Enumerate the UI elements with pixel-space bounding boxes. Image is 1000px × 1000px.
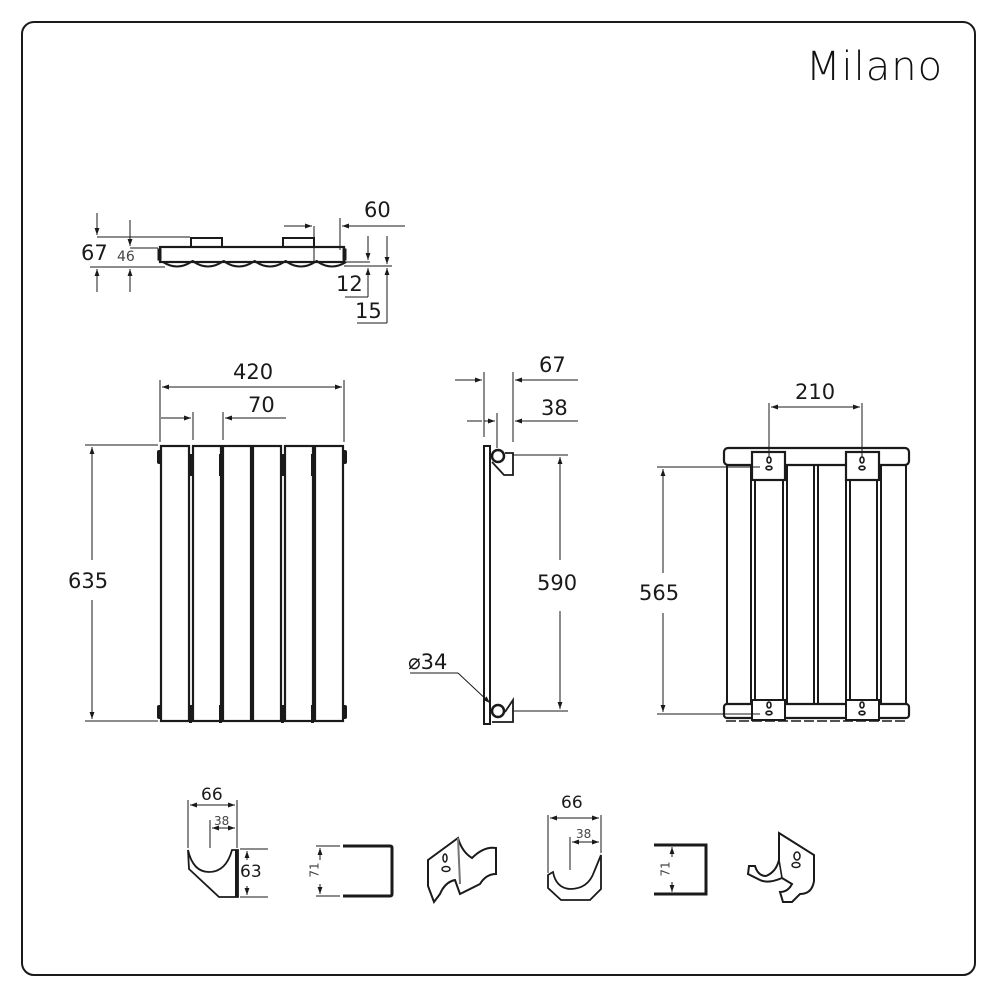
bottom-bracket-front: [654, 843, 708, 896]
side-view-connection-spacing-label: 590: [537, 571, 578, 595]
side-view-pipe-diameter-label: ⌀34: [408, 650, 448, 674]
top-view: [90, 213, 405, 324]
top-bracket-depth-label: 71: [307, 862, 322, 878]
top-view-depth-body-label: 46: [117, 249, 135, 265]
drawing-frame: [21, 21, 976, 976]
top-bracket-width-label: 66: [201, 785, 223, 805]
top-bracket-iso: [427, 836, 497, 905]
bottom-bracket-side: [547, 815, 602, 901]
rear-view-bracket-spacing-h-label: 210: [795, 380, 836, 404]
top-bracket-center-label: 38: [214, 814, 230, 828]
top-view-gap-b-label: 15: [355, 299, 382, 323]
bottom-bracket-width-label: 66: [561, 793, 583, 813]
bottom-bracket-iso: [746, 831, 815, 903]
top-bracket-side: [187, 800, 268, 898]
rear-view: [657, 403, 911, 722]
top-view-bracket-offset-label: 60: [364, 198, 391, 222]
front-view: [85, 380, 347, 723]
top-bracket-height-label: 63: [240, 862, 262, 882]
front-view-column-pitch-label: 70: [248, 393, 275, 417]
front-view-width-label: 420: [233, 360, 274, 384]
side-view-depth-pipe-label: 38: [541, 396, 568, 420]
top-bracket-front: [316, 844, 394, 898]
bottom-bracket-center-label: 38: [576, 827, 592, 841]
top-view-depth-total-label: 67: [81, 241, 108, 265]
bottom-bracket-depth-label: 71: [658, 861, 673, 877]
front-view-height-label: 635: [68, 569, 109, 593]
side-view: [410, 372, 578, 725]
side-view-depth-total-label: 67: [539, 353, 566, 377]
top-view-gap-a-label: 12: [336, 272, 363, 296]
rear-view-bracket-spacing-v-label: 565: [639, 581, 680, 605]
brand-title: Milano: [806, 44, 944, 90]
